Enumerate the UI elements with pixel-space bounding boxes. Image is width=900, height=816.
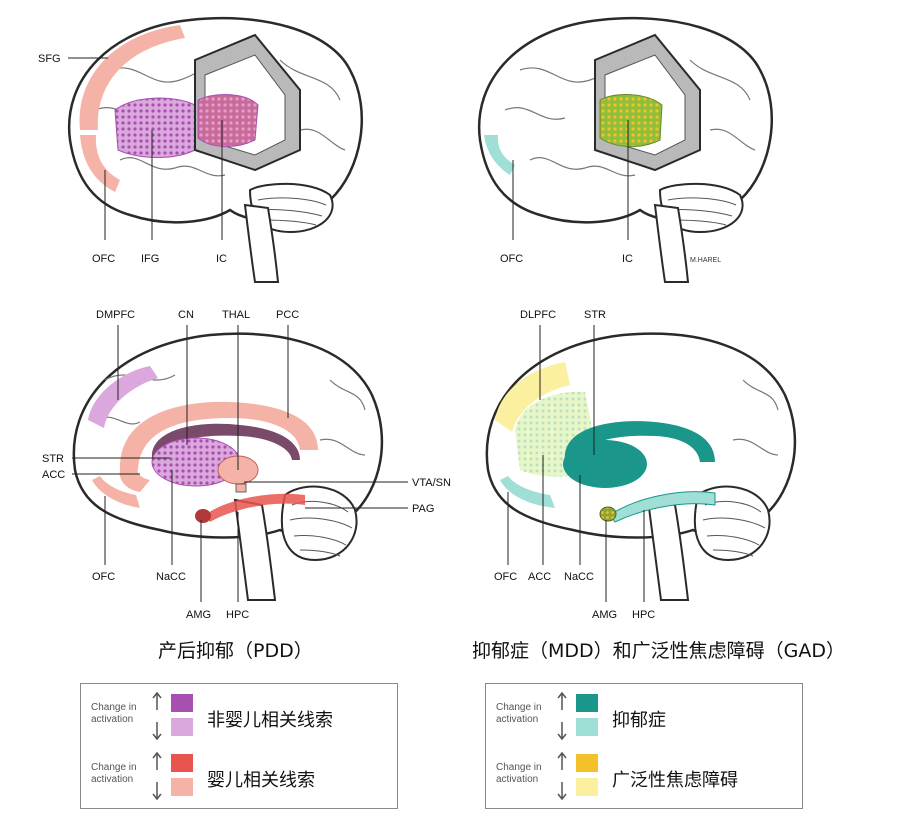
ofc-label: OFC [494, 571, 517, 583]
change-in-activation-text: Change in activation [496, 762, 542, 786]
pdd-lateral-brain: SFG OFC IFG IC [38, 16, 364, 283]
ifg-label: IFG [141, 253, 159, 265]
pdd-medial-brain: DMPFC CN THAL PCC STR ACC VTA/SN PAG OFC… [42, 309, 451, 621]
acc-label: ACC [42, 469, 65, 481]
cerebellum-folia [702, 501, 766, 557]
dmpfc-region [88, 366, 158, 428]
gyri-lines [504, 56, 756, 177]
ic-region [599, 94, 663, 148]
change-in-activation-text: Change in activation [496, 702, 542, 726]
ofc-label: OFC [500, 253, 523, 265]
change-line1: Change in [91, 762, 137, 773]
hpc-region [205, 493, 305, 522]
ofc-region [500, 476, 555, 508]
artist-signature: M.HAREL [690, 257, 721, 264]
swatch-strong [171, 754, 193, 772]
cerebellum-folia [289, 501, 353, 557]
sfg-region [79, 25, 185, 130]
legend-row-infant: Change in activation 婴儿相关线索 [81, 746, 397, 806]
change-line2: activation [91, 714, 134, 725]
vta-region [235, 483, 247, 493]
change-in-activation-text: Change in activation [91, 702, 137, 726]
change-line1: Change in [91, 702, 137, 713]
mdd-medial-brain: DLPFC STR OFC ACC NaCC AMG HPC [485, 309, 797, 621]
amg-label: AMG [592, 609, 617, 621]
amg-region [195, 509, 211, 523]
legend-row-non-infant: Change in activation 非婴儿相关线索 [81, 686, 397, 746]
cn-label: CN [178, 309, 194, 321]
legend-row-mdd: Change in activation 抑郁症 [486, 686, 802, 746]
pag-label: PAG [412, 503, 434, 515]
caudate-tail [151, 423, 300, 460]
str-label: STR [42, 453, 64, 465]
nacc-label: NaCC [564, 571, 594, 583]
swatch-weak [171, 778, 193, 796]
up-down-arrows-icon [557, 691, 567, 741]
legend-row-gad: Change in activation 广泛性焦虑障碍 [486, 746, 802, 806]
pcc-label: PCC [276, 309, 299, 321]
str-label: STR [584, 309, 606, 321]
vta-sn-label: VTA/SN [412, 477, 451, 489]
ofc-label: OFC [92, 253, 115, 265]
swatch-strong [576, 754, 598, 772]
ofc-label: OFC [92, 571, 115, 583]
swatch-weak [576, 778, 598, 796]
dmpfc-label: DMPFC [96, 309, 135, 321]
up-down-arrows-icon [152, 751, 162, 801]
hpc-label: HPC [632, 609, 655, 621]
brainstem [646, 498, 690, 601]
sfg-label: SFG [38, 53, 61, 65]
nacc-label: NaCC [156, 571, 186, 583]
brainstem [653, 203, 690, 283]
change-line1: Change in [496, 762, 542, 773]
ofc-region [80, 135, 120, 192]
up-down-arrows-icon [557, 751, 567, 801]
legend-label: 抑郁症 [612, 710, 666, 731]
up-down-arrows-icon [152, 691, 162, 741]
swatch-strong [576, 694, 598, 712]
hpc-label: HPC [226, 609, 249, 621]
legend-right: Change in activation 抑郁症 Change in activ… [485, 683, 803, 809]
caudate-tail [564, 421, 715, 462]
ofc-region [484, 135, 515, 175]
change-line2: activation [91, 774, 134, 785]
caption-left: 产后抑郁（PDD） [158, 640, 313, 662]
hpc-region [609, 491, 716, 523]
gyri-lines [732, 379, 779, 456]
swatch-strong [171, 694, 193, 712]
thal-label: THAL [222, 309, 250, 321]
legend-label: 广泛性焦虑障碍 [612, 770, 738, 791]
caption-right: 抑郁症（MDD）和广泛性焦虑障碍（GAD） [472, 640, 846, 662]
brainstem [233, 498, 277, 601]
ifg-region [114, 97, 196, 158]
acc-label: ACC [528, 571, 551, 583]
ofc-region [92, 476, 140, 508]
gad-lateral-brain: OFC IC M.HAREL [477, 16, 774, 283]
change-line2: activation [496, 714, 539, 725]
change-line1: Change in [496, 702, 542, 713]
change-line2: activation [496, 774, 539, 785]
swatch-weak [171, 718, 193, 736]
legend-label: 婴儿相关线索 [207, 770, 315, 791]
amg-label: AMG [186, 609, 211, 621]
change-in-activation-text: Change in activation [91, 762, 137, 786]
legend-left: Change in activation 非婴儿相关线索 Change in a… [80, 683, 398, 809]
amg-region [599, 506, 617, 522]
ic-label: IC [216, 253, 227, 265]
ic-region [197, 94, 259, 147]
dlpfc-region [495, 362, 570, 432]
cingulate-band [119, 401, 318, 470]
str-region [563, 440, 647, 488]
dlpfc-label: DLPFC [520, 309, 556, 321]
swatch-weak [576, 718, 598, 736]
legend-label: 非婴儿相关线索 [207, 710, 333, 731]
brainstem [243, 203, 280, 283]
ic-label: IC [622, 253, 633, 265]
